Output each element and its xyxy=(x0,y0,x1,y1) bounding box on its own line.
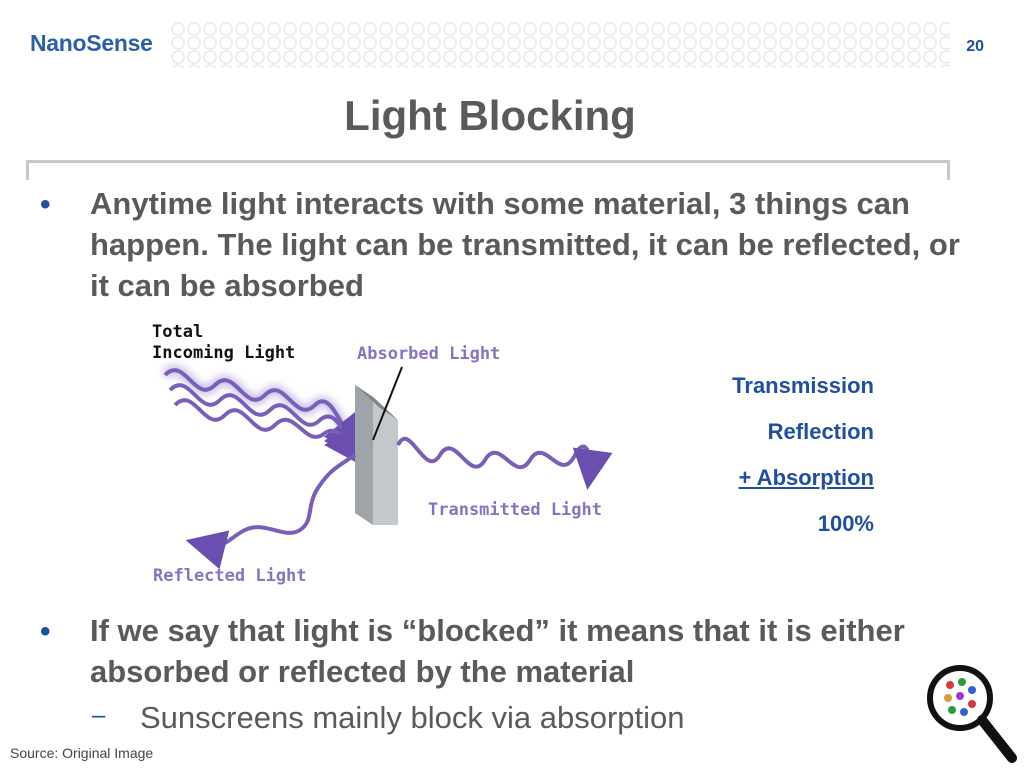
bullet-text-1: Anytime light interacts with some materi… xyxy=(90,186,960,303)
absorbed-pointer xyxy=(372,366,403,441)
bullet-dot-1: • xyxy=(40,188,51,221)
bullet-dot-2: • xyxy=(40,615,51,648)
light-interaction-diagram: Total Incoming Light Absorbed Light Tran… xyxy=(152,322,613,586)
reflected-wave xyxy=(185,453,357,570)
glass-slab xyxy=(355,385,398,525)
label-transmitted: Transmitted Light xyxy=(428,500,602,520)
label-total-line2: Incoming Light xyxy=(152,343,295,363)
sum-item-transmission: Transmission xyxy=(732,373,874,398)
source-caption: Source: Original Image xyxy=(10,745,154,761)
magnifier-icon xyxy=(927,665,1017,763)
nanosense-logo: NanoSense xyxy=(30,30,153,56)
sum-item-absorption: + Absorption xyxy=(738,465,874,490)
label-reflected: Reflected Light xyxy=(153,566,307,586)
incoming-light-waves xyxy=(161,365,365,467)
header-pattern xyxy=(170,22,950,68)
summation-list: Transmission Reflection + Absorption 100… xyxy=(732,370,874,554)
sum-item-total: 100% xyxy=(817,511,874,536)
sub-bullet-text: Sunscreens mainly block via absorption xyxy=(140,700,685,735)
sum-item-reflection: Reflection xyxy=(767,419,874,444)
label-absorbed: Absorbed Light xyxy=(357,344,500,364)
title-divider xyxy=(26,160,950,180)
label-total-line1: Total xyxy=(152,322,203,342)
sub-bullet-dash: – xyxy=(92,702,106,729)
page-number: 20 xyxy=(966,38,984,55)
bullet-text-2: If we say that light is “blocked” it mea… xyxy=(90,613,905,689)
slide-title: Light Blocking xyxy=(344,92,636,139)
transmitted-wave xyxy=(396,436,613,490)
